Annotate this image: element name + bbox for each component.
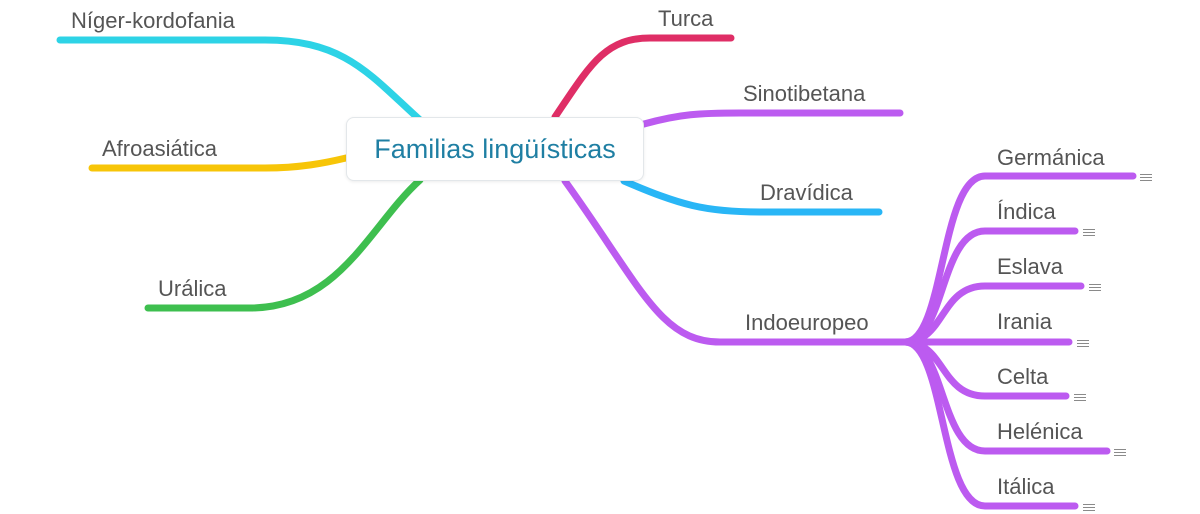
- subtopic-germanica[interactable]: Germánica: [997, 145, 1105, 170]
- connector-italica: [901, 338, 1079, 510]
- connector-indo: [561, 177, 909, 346]
- topic-turca[interactable]: Turca: [658, 6, 714, 31]
- note-icon[interactable]: [1077, 340, 1089, 348]
- topic-afroasiatica[interactable]: Afroasiática: [102, 136, 217, 161]
- topic-uralica[interactable]: Urálica: [158, 276, 227, 301]
- subtopic-indica[interactable]: Índica: [997, 199, 1056, 224]
- topic-indoeuropeo[interactable]: Indoeuropeo: [745, 310, 869, 335]
- topic-sinotibetana[interactable]: Sinotibetana: [743, 81, 866, 106]
- note-icon[interactable]: [1083, 229, 1095, 237]
- connector-sino: [640, 109, 904, 128]
- note-icon[interactable]: [1140, 174, 1152, 182]
- subtopic-irania[interactable]: Irania: [997, 309, 1053, 334]
- topic-dravidica[interactable]: Dravídica: [760, 180, 853, 205]
- note-icon[interactable]: [1074, 394, 1086, 402]
- connector-turca: [551, 34, 735, 121]
- connector-uralica: [144, 176, 424, 312]
- subtopic-celta[interactable]: Celta: [997, 364, 1049, 389]
- topic-niger-kordofania[interactable]: Níger-kordofania: [71, 8, 235, 33]
- connector-afro: [88, 154, 350, 172]
- note-icon[interactable]: [1114, 449, 1126, 457]
- root-topic-label: Familias lingüísticas: [374, 133, 616, 164]
- connector-niger: [56, 36, 424, 124]
- subtopic-italica[interactable]: Itálica: [997, 474, 1055, 499]
- note-icon[interactable]: [1083, 504, 1095, 512]
- subtopic-helenica[interactable]: Helénica: [997, 419, 1083, 444]
- connector-dravidica: [620, 177, 883, 216]
- subtopic-eslava[interactable]: Eslava: [997, 254, 1064, 279]
- note-icon[interactable]: [1089, 284, 1101, 292]
- root-topic[interactable]: Familias lingüísticas: [346, 117, 644, 181]
